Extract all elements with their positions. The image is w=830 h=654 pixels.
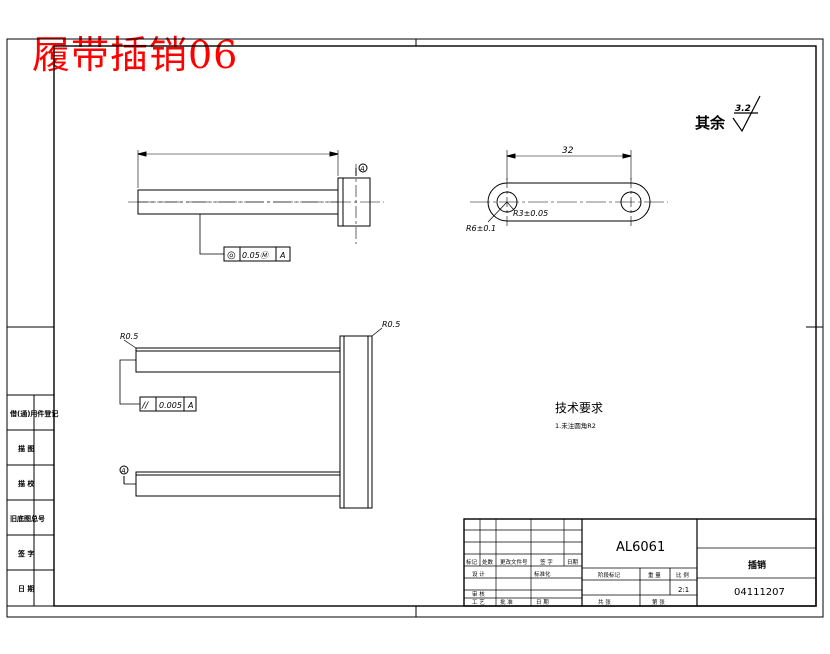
tb-standard: 标准化 xyxy=(534,570,551,578)
roughness-prefix: 其余 xyxy=(695,114,726,132)
inner-frame xyxy=(53,45,817,607)
roughness-symbol xyxy=(732,95,761,133)
tb-sheet-no: 第 张 xyxy=(652,598,665,606)
tb-label-count: 处数 xyxy=(482,558,494,566)
bottom-fcf-symbol: // xyxy=(141,401,149,411)
link-plate-view xyxy=(470,150,668,226)
title-block xyxy=(463,518,817,607)
bottom-radius-right: R0.5 xyxy=(382,320,400,329)
tb-material: AL6061 xyxy=(616,540,665,555)
plate-dim-center: 32 xyxy=(562,146,574,156)
pin-top-view xyxy=(128,150,384,262)
left-strip xyxy=(7,326,54,607)
tb-check: 审 核 xyxy=(472,590,485,598)
tb-design: 设 计 xyxy=(472,570,485,578)
top-fcf-value: 0.05Ⓜ xyxy=(242,251,270,260)
tb-process: 工 艺 xyxy=(472,599,485,606)
roughness-value: 3.2 xyxy=(735,104,751,114)
drawing-title: 履带插销06 xyxy=(32,33,239,77)
top-datum-label: A xyxy=(359,165,365,173)
left-strip-label-6: 日 期 xyxy=(18,584,34,593)
left-strip-label-5: 签 字 xyxy=(17,549,34,558)
tb-weight: 重 量 xyxy=(648,571,661,579)
top-fcf-datum: A xyxy=(279,251,285,260)
tb-approve: 批 准 xyxy=(500,598,513,606)
left-strip-label-3: 描 校 xyxy=(18,479,35,488)
tb-scale-label: 比 例 xyxy=(676,571,689,579)
bottom-fcf-value: 0.005 xyxy=(159,401,182,410)
left-strip-label-2: 描 图 xyxy=(18,444,34,453)
tb-label-date: 日期 xyxy=(567,559,579,566)
top-fcf-symbol: ◎ xyxy=(227,250,236,261)
tb-stage-mark: 阶段标记 xyxy=(598,571,621,579)
tb-part-name: 插销 xyxy=(748,559,766,571)
tb-sheet-total: 共 张 xyxy=(598,598,611,606)
tb-label-mark: 标记 xyxy=(466,558,478,566)
tb-scale: 2:1 xyxy=(678,586,689,594)
left-strip-label-1: 借(通)用件登记 xyxy=(9,409,58,418)
outer-border xyxy=(6,38,824,618)
plate-dim-inner-radius: R3±0.05 xyxy=(513,209,548,218)
bottom-datum-label: A xyxy=(120,467,126,475)
bottom-radius-left: R0.5 xyxy=(120,332,138,341)
left-strip-label-4: 旧底图总号 xyxy=(10,514,45,523)
tb-label-change: 更改文件号 xyxy=(500,558,528,566)
tech-note-1: 1.未注圆角R2 xyxy=(555,421,596,430)
plate-dim-outer-radius: R6±0.1 xyxy=(466,224,496,233)
bottom-fcf-datum: A xyxy=(187,401,193,410)
tb-label-sign: 签 字 xyxy=(540,558,553,566)
pin-bottom-view xyxy=(119,327,383,509)
tb-date: 日 期 xyxy=(536,599,549,606)
tech-heading: 技术要求 xyxy=(555,401,603,415)
tb-drawing-no: 04111207 xyxy=(734,587,785,598)
